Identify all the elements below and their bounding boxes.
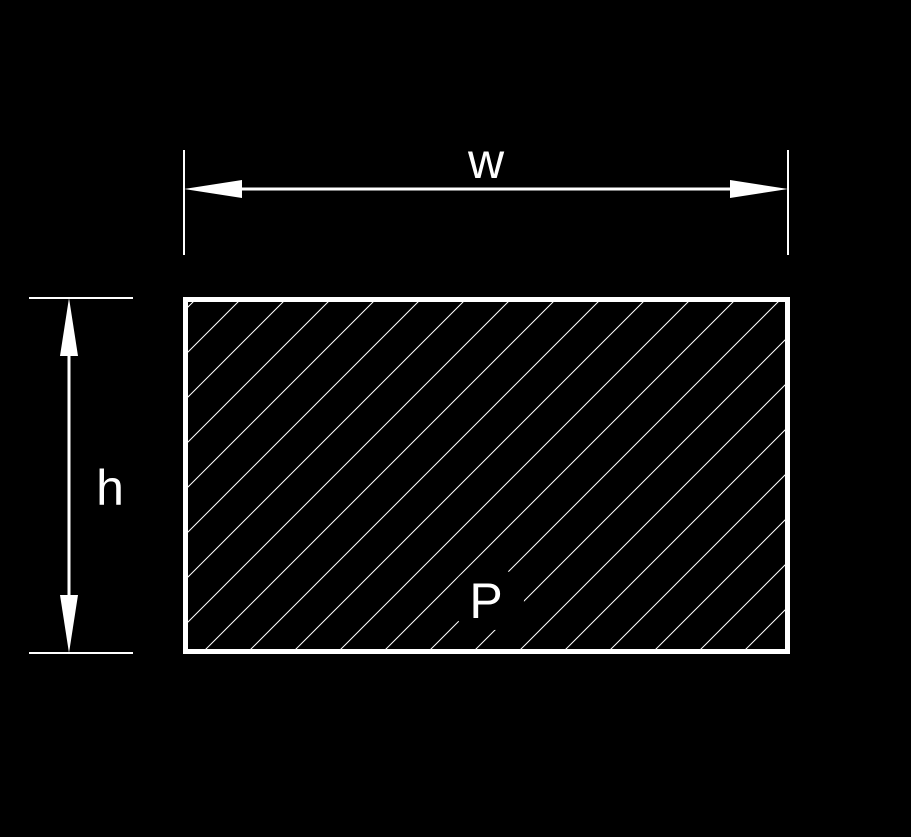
- region-label-background: [450, 568, 524, 630]
- hatch-fill: [186, 300, 787, 651]
- height-label: h: [96, 460, 124, 516]
- hatched-rectangle: P: [183, 297, 790, 654]
- width-dimension: w: [183, 133, 789, 255]
- width-label: w: [467, 133, 505, 189]
- region-label: P: [469, 573, 502, 629]
- width-arrowhead-right: [730, 180, 788, 198]
- height-arrowhead-bottom: [60, 595, 78, 653]
- width-arrowhead-left: [184, 180, 242, 198]
- height-dimension: h: [29, 297, 133, 654]
- height-arrowhead-top: [60, 298, 78, 356]
- rectangle-outline: [183, 297, 790, 654]
